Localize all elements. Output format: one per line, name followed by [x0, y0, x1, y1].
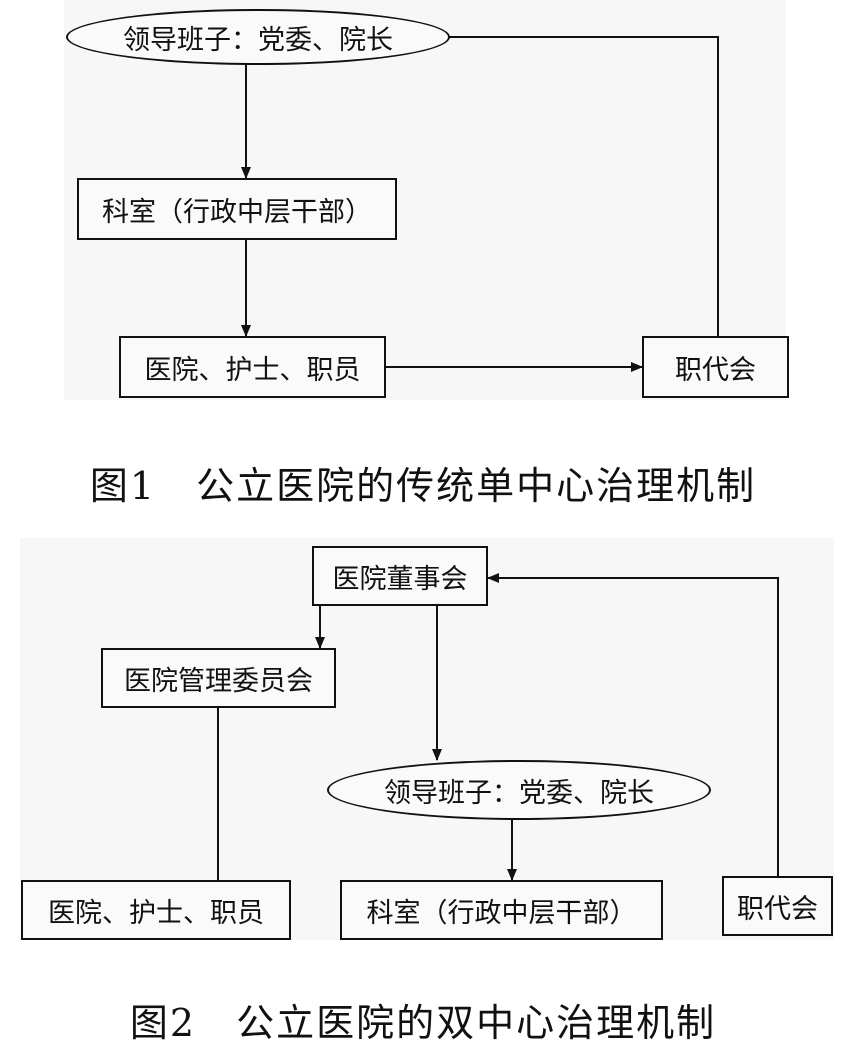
figure1-caption: 图1 公立医院的传统单中心治理机制: [89, 464, 757, 508]
management-committee-box: 医院管理委员会: [101, 648, 336, 708]
line-congress-to-leadership: [449, 36, 719, 338]
staff-box: 医院、护士、职员: [21, 880, 291, 940]
departments-box: 科室（行政中层干部）: [340, 880, 663, 940]
leadership-ellipse: 领导班子：党委、院长: [66, 9, 450, 65]
leadership-ellipse: 领导班子：党委、院长: [327, 760, 711, 820]
arrow-congress-to-board: [487, 573, 779, 876]
departments-box: 科室（行政中层干部）: [77, 178, 397, 240]
workers-congress-box: 职代会: [722, 876, 833, 936]
figure2-caption: 图2 公立医院的双中心治理机制: [129, 1001, 717, 1045]
workers-congress-box: 职代会: [642, 336, 789, 398]
board-box: 医院董事会: [312, 546, 488, 606]
staff-box: 医院、护士、职员: [119, 336, 386, 398]
